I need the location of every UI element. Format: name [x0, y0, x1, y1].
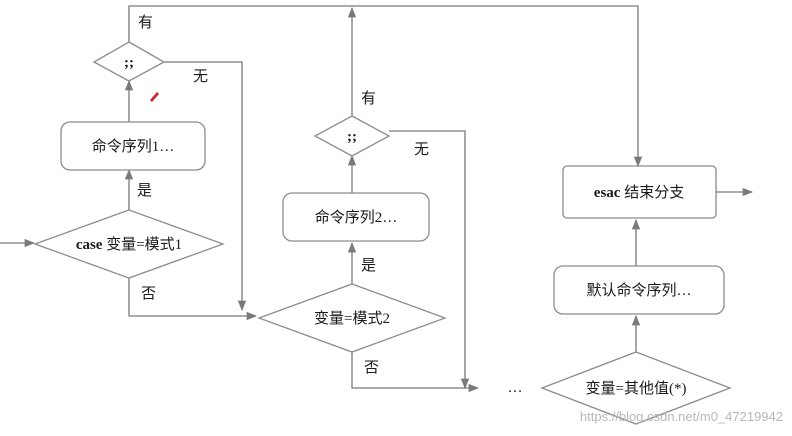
- esac-label: esac 结束分支: [594, 184, 684, 201]
- process-1-box: [60, 121, 206, 171]
- pen-cursor-icon: [150, 92, 159, 102]
- edge-case1-no-to-case2: [128, 278, 258, 321]
- case-1-keyword: case: [76, 237, 103, 253]
- default-case-label: 变量=其他值(*): [586, 380, 687, 397]
- case-2-label: 变量=模式2: [314, 310, 390, 327]
- label-shi-2: 是: [361, 258, 376, 274]
- label-no-2: 无: [414, 142, 429, 158]
- esac-text: 结束分支: [620, 184, 684, 201]
- process-2-label: 命令序列2…: [315, 208, 398, 226]
- default-process-label: 默认命令序列…: [586, 281, 691, 299]
- watermark: https://blog.csdn.net/m0_47219942: [580, 409, 783, 424]
- decision-2-label: ;;: [347, 129, 357, 145]
- process-2-box: [282, 192, 430, 242]
- decision-1-diamond: [92, 41, 166, 82]
- ellipsis-label: …: [508, 380, 523, 396]
- process-1-label: 命令序列1…: [92, 137, 175, 155]
- case-2-diamond: [257, 283, 447, 353]
- label-shi-1: 是: [137, 183, 152, 199]
- label-yes-1: 有: [138, 14, 153, 31]
- label-fou-2: 否: [364, 360, 379, 376]
- esac-keyword: esac: [594, 185, 621, 201]
- edge-decision1-no-to-case2: [164, 61, 247, 312]
- case-1-condition: 变量=模式1: [102, 236, 182, 253]
- label-fou-1: 否: [141, 286, 156, 302]
- decision-2-diamond: [313, 115, 391, 157]
- edge-case2-no-right: [351, 350, 480, 393]
- default-process-box: [553, 265, 725, 315]
- case-1-diamond: [33, 209, 225, 279]
- decision-1-label: ;;: [124, 55, 134, 71]
- edge-decision2-no-down: [389, 130, 470, 390]
- edge-decision1-yes-top-to-esac: [128, 5, 643, 168]
- esac-box: [562, 165, 717, 219]
- case-1-label: case 变量=模式1: [76, 236, 182, 253]
- label-yes-2: 有: [361, 90, 376, 107]
- label-no-1: 无: [193, 69, 208, 85]
- default-case-diamond: [540, 351, 732, 425]
